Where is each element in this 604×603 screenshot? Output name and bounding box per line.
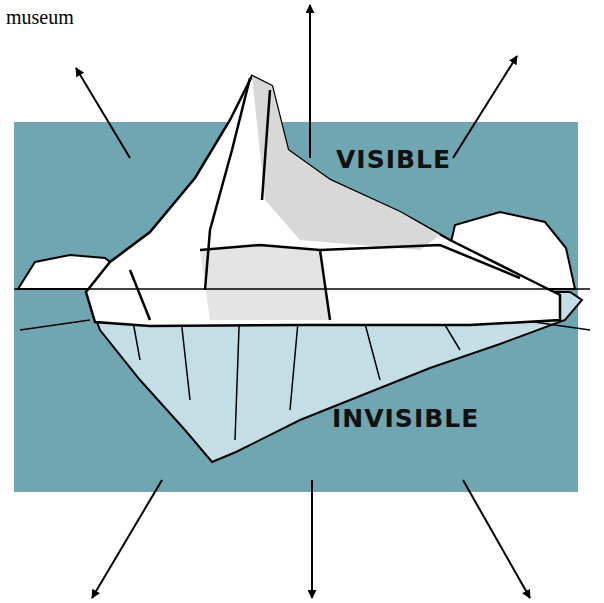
- arrow: [463, 480, 530, 598]
- waterline: [14, 288, 590, 290]
- ice-shade-2: [200, 245, 330, 320]
- zone-label: VISIBLE: [336, 145, 451, 174]
- arrow: [76, 68, 130, 158]
- arrows: [76, 5, 530, 598]
- zone-label: INVISIBLE: [332, 404, 479, 433]
- caption-label: museum: [6, 6, 74, 29]
- ice-ridges: [130, 78, 520, 320]
- arrow: [453, 56, 517, 158]
- arrow: [309, 5, 311, 158]
- arrow: [92, 480, 162, 598]
- arrow: [311, 480, 313, 598]
